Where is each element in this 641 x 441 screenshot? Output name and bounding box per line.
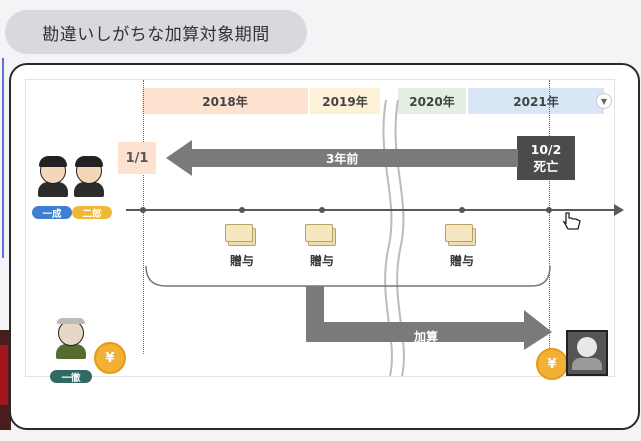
person-icon	[74, 156, 104, 200]
page-title: 勘違いしがちな加算対象期間	[5, 10, 307, 54]
gift-1: 贈与	[223, 224, 261, 269]
heir-tag-jiro: 二郎	[72, 206, 112, 220]
addition-label: 加算	[414, 330, 439, 344]
year-2021: 2021年	[468, 88, 604, 114]
person-icon	[38, 156, 68, 200]
timeline-dot-gift-3	[459, 207, 465, 213]
gift-label: 贈与	[229, 254, 254, 268]
slide-card: 2018年 2019年 2020年 2021年 ▼ 1/1 10/2 死亡 3年…	[9, 63, 640, 430]
portrait-icon	[566, 330, 608, 376]
gift-label: 贈与	[309, 254, 334, 268]
year-2018: 2018年	[142, 88, 308, 114]
timeline-axis	[126, 209, 614, 211]
diagram-area: 2018年 2019年 2020年 2021年 ▼ 1/1 10/2 死亡 3年…	[25, 79, 624, 384]
chevron-down-icon[interactable]: ▼	[596, 93, 612, 109]
bracket-line	[2, 58, 14, 258]
gift-2: 贈与	[303, 224, 341, 269]
three-years-arrow	[166, 140, 518, 176]
start-date-label: 1/1	[118, 142, 156, 174]
three-years-label: 3年前	[326, 152, 359, 166]
money-bills-icon	[225, 224, 256, 246]
person-icon	[56, 318, 86, 362]
death-date-box: 10/2 死亡	[517, 136, 575, 180]
death-date: 10/2	[530, 142, 562, 157]
person-tag-ittetsu: 一徹	[50, 370, 92, 384]
hand-cursor-icon	[562, 212, 581, 230]
money-bills-icon	[305, 224, 336, 246]
addition-arrow	[306, 286, 552, 350]
gift-label: 贈与	[449, 254, 474, 268]
heir-tag-issei: 一成	[32, 206, 72, 220]
timeline-arrowhead	[614, 204, 624, 216]
year-2020: 2020年	[398, 88, 466, 114]
yen-bag-icon: ¥	[94, 342, 126, 374]
start-guide-line	[143, 80, 144, 354]
timeline-dot-gift-2	[319, 207, 325, 213]
timeline-dot-death	[546, 207, 552, 213]
death-label: 死亡	[533, 159, 559, 174]
year-2019: 2019年	[310, 88, 380, 114]
gift-3: 贈与	[443, 224, 481, 269]
timeline-dot-gift-1	[239, 207, 245, 213]
yen-bag-icon: ¥	[536, 348, 568, 380]
end-guide-line	[549, 80, 550, 376]
timeline-dot-start	[140, 207, 146, 213]
gift-bracket	[145, 266, 551, 287]
money-bills-icon	[445, 224, 476, 246]
window-edge-accent	[0, 345, 8, 405]
